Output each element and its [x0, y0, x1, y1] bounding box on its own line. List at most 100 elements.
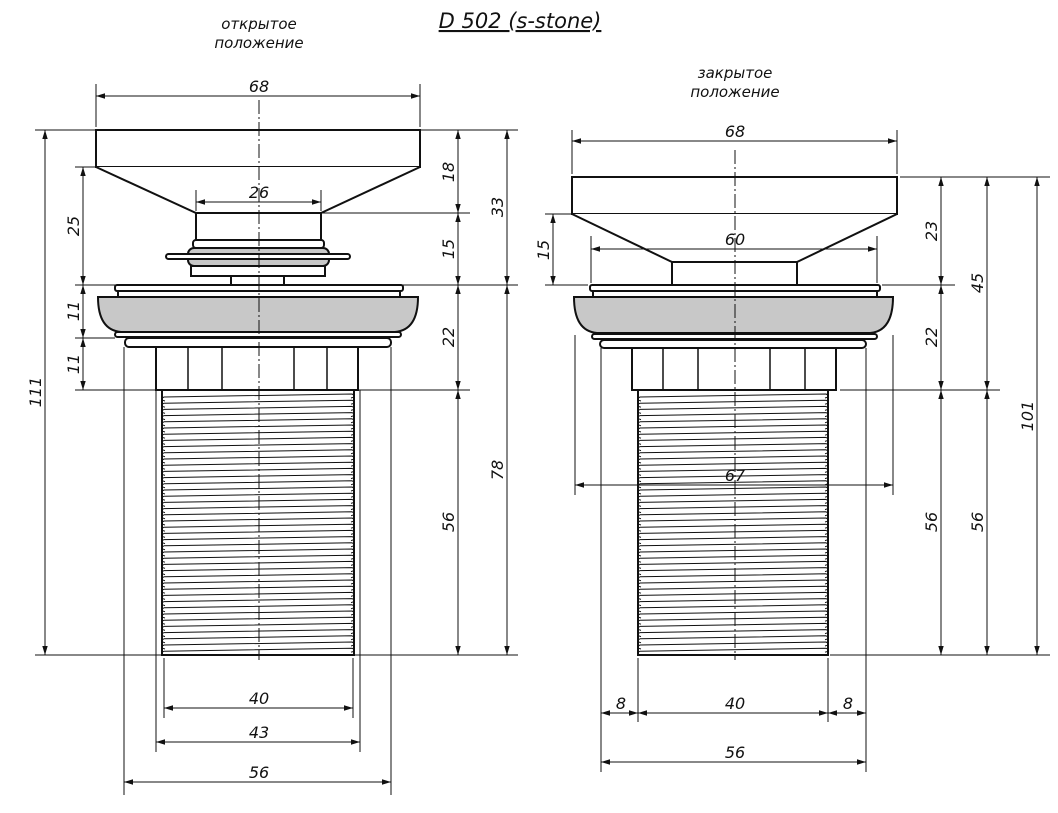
thread-groove — [637, 554, 829, 563]
thread-groove — [637, 610, 829, 619]
thread-groove — [637, 455, 829, 464]
dim-closed-cone-width: 60 — [725, 230, 745, 249]
thread-groove — [637, 573, 829, 582]
thread-groove — [161, 579, 355, 588]
thread-groove — [637, 523, 829, 532]
thread-groove — [637, 467, 829, 476]
thread-groove — [161, 430, 355, 439]
dim-open-overall: 111 — [26, 377, 45, 408]
cap-open — [95, 129, 421, 168]
thread-groove — [161, 591, 355, 600]
thread-groove — [637, 579, 829, 588]
thread-groove — [161, 455, 355, 464]
thread-groove — [637, 511, 829, 520]
thread-groove — [161, 560, 355, 569]
dim-closed-cap-width: 68 — [725, 122, 745, 141]
dim-open-body-height: 22 — [439, 327, 458, 347]
dim-closed-thread-height-2: 56 — [968, 512, 987, 532]
dim-open-neck-height: 15 — [439, 239, 458, 259]
bowl-closed — [572, 296, 895, 334]
thread-groove — [637, 616, 829, 625]
closed-label-1: закрытое — [698, 64, 773, 82]
thread-groove — [637, 517, 829, 526]
thread-groove — [161, 474, 355, 483]
stem-open — [230, 275, 285, 286]
dim-closed-side-right: 8 — [843, 694, 853, 713]
thread-groove — [161, 529, 355, 538]
thread-groove — [637, 536, 829, 545]
thread-groove — [161, 418, 355, 427]
dim-open-thread-inner: 40 — [249, 689, 269, 708]
thread-groove — [161, 641, 355, 650]
dim-open-lift: 25 — [64, 216, 83, 236]
thread-groove — [161, 573, 355, 582]
thread-groove — [637, 604, 829, 613]
thread-groove — [161, 635, 355, 644]
thread-groove — [637, 399, 829, 408]
thread-groove — [161, 604, 355, 613]
thread-groove — [161, 505, 355, 514]
thread-groove — [161, 567, 355, 576]
thread-groove — [637, 474, 829, 483]
thread-groove — [161, 548, 355, 557]
open-view: открытое положение — [26, 15, 518, 795]
thread-groove — [161, 629, 355, 638]
dim-closed-body-width: 67 — [725, 466, 746, 485]
thread-groove — [161, 498, 355, 507]
thread-groove — [161, 412, 355, 421]
thread-groove — [637, 598, 829, 607]
thread-groove — [637, 418, 829, 427]
thread-groove — [637, 635, 829, 644]
dim-open-thread-outer: 43 — [249, 723, 269, 742]
dim-open-neck-width: 26 — [249, 183, 269, 202]
thread-groove — [637, 449, 829, 458]
thread-groove — [637, 548, 829, 557]
thread-groove — [161, 443, 355, 452]
thread-groove — [637, 585, 829, 594]
thread-groove — [161, 616, 355, 625]
dim-closed-thread-width: 40 — [725, 694, 745, 713]
nut-closed — [631, 347, 837, 391]
thread-groove — [161, 542, 355, 551]
thread-groove — [161, 523, 355, 532]
thread-body — [637, 389, 829, 656]
thread-groove — [161, 449, 355, 458]
dim-open-flange: 56 — [249, 763, 269, 782]
thread-groove — [161, 622, 355, 631]
thread-groove — [637, 492, 829, 501]
thread-groove — [161, 393, 355, 402]
thread-groove — [161, 511, 355, 520]
dim-closed-side-left: 8 — [616, 694, 626, 713]
thread-groove — [637, 430, 829, 439]
thread-groove — [161, 554, 355, 563]
thread-groove — [161, 424, 355, 433]
thread-open — [161, 389, 355, 656]
thread-groove — [637, 542, 829, 551]
thread-closed — [637, 389, 829, 656]
thread-groove — [637, 424, 829, 433]
dim-closed-flange: 56 — [725, 743, 745, 762]
bowl-open — [96, 296, 420, 333]
thread-groove — [637, 405, 829, 414]
flange-open — [165, 253, 351, 260]
thread-groove — [161, 585, 355, 594]
thread-groove — [161, 536, 355, 545]
dim-closed-cap-height: 23 — [922, 221, 941, 241]
thread-groove — [637, 461, 829, 470]
dim-open-washer-upper: 11 — [64, 301, 83, 321]
dim-open-thread-height: 56 — [439, 512, 458, 532]
open-label-1: открытое — [221, 15, 296, 33]
dim-closed-body-height: 22 — [922, 327, 941, 347]
thread-groove — [161, 610, 355, 619]
open-label-2: положение — [214, 34, 303, 52]
thread-groove — [161, 492, 355, 501]
thread-groove — [637, 629, 829, 638]
closed-label-2: положение — [690, 83, 779, 101]
thread-groove — [637, 560, 829, 569]
thread-groove — [637, 436, 829, 445]
thread-groove — [637, 443, 829, 452]
dim-open-washer-lower: 11 — [64, 354, 83, 374]
thread-groove — [161, 467, 355, 476]
nut-open — [155, 346, 359, 391]
